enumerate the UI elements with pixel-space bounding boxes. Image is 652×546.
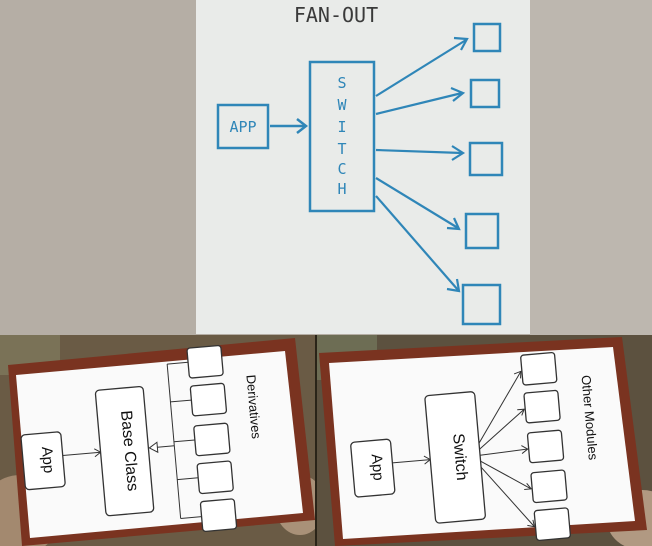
derivative-box: [193, 422, 231, 457]
wb-switch-letter: C: [337, 160, 346, 178]
module-box: [530, 469, 568, 504]
wb-app-box: [216, 103, 270, 150]
wb-switch-letter: H: [337, 180, 346, 198]
app-label: App: [368, 453, 387, 481]
derivative-boxes: [186, 344, 238, 532]
wb-app-arrowhead: [296, 118, 309, 134]
other-modules-label: Other Modules: [579, 374, 601, 461]
derivative-box: [196, 460, 234, 495]
base-class-label: Base Class: [117, 410, 141, 492]
wb-switch-letter: S: [337, 74, 346, 92]
app-to-base-edge: [62, 451, 101, 457]
wb-switch-box: [308, 60, 376, 213]
module-boxes: [520, 351, 571, 542]
fanout-edges: [478, 370, 536, 528]
panel-divider: [315, 335, 317, 546]
wb-switch-letter: T: [337, 140, 346, 158]
base-class-box: [94, 385, 155, 517]
inherit-arrowhead: [148, 441, 159, 454]
inheritance-photo: App Base Class: [0, 335, 315, 546]
wb-app-label: APP: [229, 118, 256, 136]
module-box: [526, 429, 565, 464]
inherit-edge: [157, 445, 175, 448]
app-box: [20, 431, 66, 491]
derivatives-label: Derivatives: [243, 374, 264, 440]
whiteboard-title: FAN-OUT: [294, 3, 378, 27]
derivative-tree: [166, 361, 202, 519]
switch-label: Switch: [449, 433, 470, 481]
switch-photo: App Switch Other Modules: [317, 335, 652, 546]
inheritance-diagram: App Base Class: [0, 335, 315, 546]
module-box: [520, 351, 558, 386]
module-box: [533, 507, 571, 542]
app-label: App: [38, 446, 57, 474]
whiteboard: [196, 0, 530, 334]
switch-diagram: App Switch Other Modules: [317, 335, 652, 546]
wb-switch-label: S W I T C H: [337, 74, 347, 198]
app-to-switch-edge: [392, 459, 431, 464]
wb-fanout-arrows: [375, 36, 469, 293]
derivative-box: [199, 498, 238, 532]
whiteboard-photo: FAN-OUT APP S W I T C H: [196, 0, 652, 335]
app-box: [350, 438, 396, 498]
wb-target-boxes: [461, 22, 504, 326]
whiteboard-drawing: FAN-OUT APP S W I T C H: [216, 3, 504, 326]
module-box: [523, 389, 561, 424]
derivative-box: [189, 382, 228, 417]
derivative-box: [186, 344, 224, 379]
wb-switch-letter: W: [337, 96, 347, 114]
wb-switch-letter: I: [337, 118, 346, 136]
wall-shadow: [530, 0, 652, 335]
